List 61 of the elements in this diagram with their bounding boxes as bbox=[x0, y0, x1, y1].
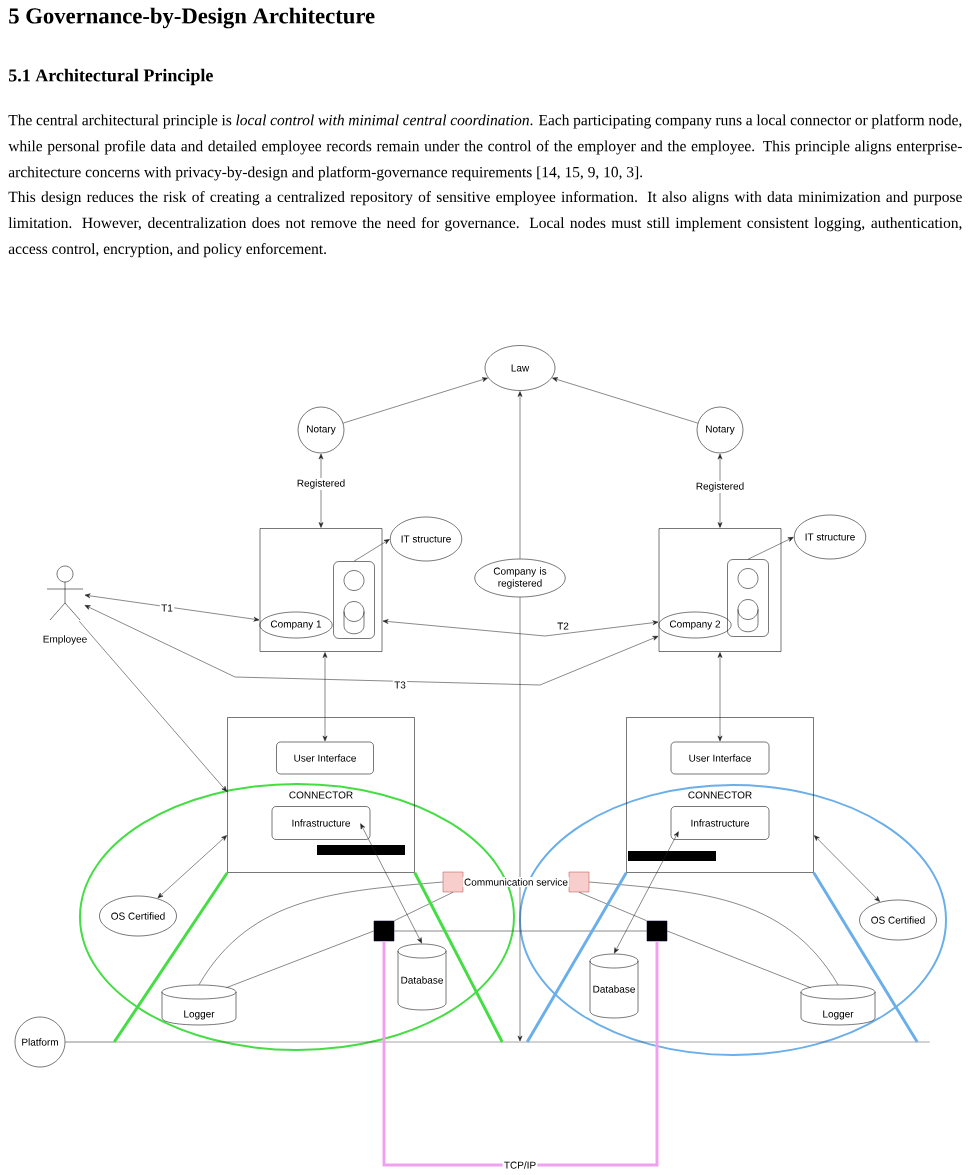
connector-line bbox=[394, 892, 454, 921]
cylinder: Logger bbox=[161, 984, 237, 1026]
connector-line bbox=[382, 941, 659, 1167]
container-box bbox=[259, 528, 383, 652]
arrow bbox=[157, 835, 227, 899]
arrow bbox=[382, 619, 659, 637]
connector-line bbox=[113, 871, 229, 1043]
edge-label: TCP/IP bbox=[502, 1160, 538, 1170]
arrow bbox=[717, 652, 723, 742]
node-label: Employee bbox=[43, 635, 87, 645]
connector-line bbox=[394, 930, 647, 932]
connector-square bbox=[442, 871, 464, 893]
rounded-box: User Interface bbox=[276, 741, 374, 775]
arrow bbox=[79, 621, 228, 792]
arrow bbox=[353, 539, 390, 562]
stick-figure: Employee bbox=[43, 565, 87, 645]
rounded-box: Infrastructure bbox=[271, 806, 371, 840]
platform-line bbox=[113, 1041, 931, 1043]
arrow bbox=[342, 377, 488, 424]
connector-square bbox=[568, 871, 590, 893]
server-icon bbox=[727, 559, 769, 637]
arrow bbox=[84, 593, 260, 622]
arrow bbox=[322, 652, 328, 742]
connector-line bbox=[812, 872, 919, 1043]
connector-line bbox=[667, 930, 811, 988]
edge-label: T3 bbox=[392, 680, 408, 690]
cylinder: Database bbox=[589, 953, 639, 1019]
rounded-box: User Interface bbox=[670, 741, 770, 775]
paragraph: The central architectural principle is local control with minimal central coordination. Each participating company runs a local connector or platform node, while personal profile data and detailed employee records remain under the control of the employer and the employee. This principle aligns enterprise-architecture concerns with privacy-by-design and platform-governance requirements [14, 15, 9, 10, 3]. bbox=[8, 114, 962, 181]
arrow bbox=[517, 597, 523, 1042]
paragraph: This design reduces the risk of creating a centralized repository of sensitive employee information. It also aligns with data minimization and purpose limitation. However, decentralization does not remove the need for governance. Local nodes must still implement consistent logging, authentication, access control, encryption, and policy enforcement. bbox=[8, 191, 962, 258]
edge-label: Registered bbox=[295, 478, 347, 490]
connector-line bbox=[198, 881, 443, 985]
connector-square bbox=[373, 920, 395, 942]
arrow bbox=[814, 835, 880, 902]
arrow bbox=[747, 537, 794, 560]
arrow bbox=[717, 453, 723, 528]
arrow bbox=[318, 453, 324, 528]
arrow bbox=[517, 391, 523, 559]
connector-line bbox=[65, 1041, 115, 1043]
connector-square bbox=[646, 920, 668, 942]
arrow bbox=[552, 377, 699, 424]
arrow bbox=[614, 831, 679, 954]
rounded-box: Infrastructure bbox=[670, 806, 770, 840]
connector-line bbox=[589, 881, 839, 985]
arrow bbox=[360, 823, 422, 944]
edge-label: T2 bbox=[555, 621, 571, 631]
edge-label: Registered bbox=[694, 481, 746, 493]
cylinder: Database bbox=[397, 943, 447, 1011]
cylinder: Logger bbox=[800, 984, 876, 1026]
connector-line bbox=[525, 872, 628, 1043]
arrow bbox=[84, 605, 659, 686]
edge-label: T1 bbox=[159, 603, 175, 613]
connector-line bbox=[226, 930, 374, 988]
subheading: 5.1 Architectural Principle bbox=[9, 68, 213, 86]
connector-line bbox=[578, 892, 647, 921]
container-box bbox=[658, 528, 782, 652]
connector-line bbox=[413, 872, 504, 1043]
edge-label: Communication service bbox=[462, 877, 570, 887]
server-icon bbox=[333, 561, 375, 639]
heading: 5 Governance-by-Design Architecture bbox=[9, 7, 375, 29]
